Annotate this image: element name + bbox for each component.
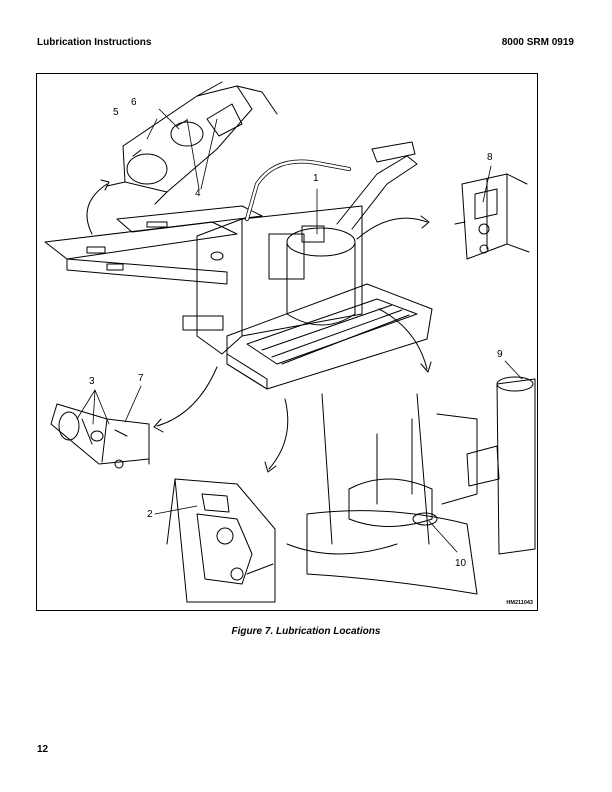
- figure-caption: Figure 7. Lubrication Locations: [231, 626, 381, 637]
- inset-bottom-center-drawing: [166, 478, 276, 603]
- callout-1: 1: [313, 173, 319, 184]
- pallet-truck-drawing: [44, 141, 433, 390]
- inset-top-left-drawing: [106, 81, 278, 205]
- callout-2: 2: [147, 509, 153, 520]
- inset-bottom-left-drawing: [50, 403, 150, 469]
- callout-arrows: [86, 179, 432, 473]
- callout-5: 5: [113, 107, 119, 118]
- callout-10: 10: [455, 558, 467, 569]
- callout-3: 3: [89, 376, 95, 387]
- callout-8: 8: [487, 152, 493, 163]
- section-header: Lubrication Instructions: [37, 37, 152, 48]
- lubrication-figure: 1 2 3 4 5 6 7 8 9 10 HM211043: [36, 73, 538, 611]
- callout-leaders: [76, 108, 523, 553]
- callout-4: 4: [195, 188, 201, 199]
- callout-6: 6: [131, 97, 137, 108]
- callout-9: 9: [497, 349, 503, 360]
- document-code: 8000 SRM 0919: [501, 37, 574, 48]
- inset-bottom-right-drawing: [286, 376, 536, 595]
- figure-id: HM211043: [506, 600, 533, 606]
- page-number: 12: [37, 744, 49, 755]
- inset-right-drawing: [454, 173, 530, 260]
- callout-7: 7: [138, 373, 144, 384]
